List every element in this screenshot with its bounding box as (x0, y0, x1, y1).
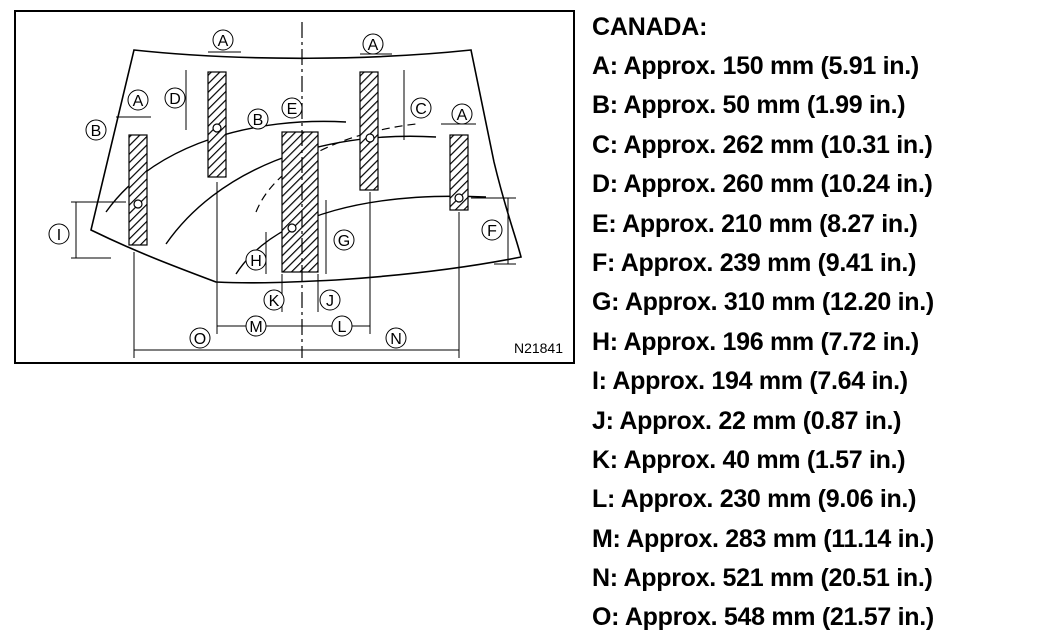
spec-label: C (592, 130, 610, 159)
callout-A-left: A (127, 89, 149, 111)
callout-O: O (189, 327, 211, 349)
spec-value: Approx. 283 mm (11.14 in.) (626, 524, 934, 553)
spec-item-e: E: Approx. 210 mm (8.27 in.) (592, 209, 918, 238)
callout-B-right: B (247, 108, 269, 130)
spec-label: K (592, 445, 610, 474)
svg-text:C: C (415, 101, 427, 118)
callout-N: N (385, 327, 407, 349)
spec-label: J (592, 406, 606, 435)
svg-text:D: D (169, 91, 181, 108)
svg-text:J: J (326, 293, 334, 310)
spec-label: I (592, 367, 599, 396)
spec-value: Approx. 260 mm (10.24 in.) (623, 170, 933, 199)
spec-label: N (592, 564, 610, 593)
spec-item-i: I: Approx. 194 mm (7.64 in.) (592, 367, 908, 396)
callout-K: K (263, 289, 285, 311)
spec-item-f: F: Approx. 239 mm (9.41 in.) (592, 248, 917, 277)
svg-text:A: A (133, 93, 144, 110)
spec-value: Approx. 40 mm (1.57 in.) (623, 445, 906, 474)
spec-value: Approx. 548 mm (21.57 in.) (624, 603, 934, 632)
spec-item-b: B: Approx. 50 mm (1.99 in.) (592, 91, 906, 120)
spec-item-h: H: Approx. 196 mm (7.72 in.) (592, 327, 920, 356)
callout-D: D (164, 87, 186, 109)
spec-value: Approx. 196 mm (7.72 in.) (623, 327, 920, 356)
svg-text:E: E (287, 101, 298, 118)
callout-B-left: B (85, 119, 107, 141)
spec-item-a: A: Approx. 150 mm (5.91 in.) (592, 52, 920, 80)
spec-item-g: G: Approx. 310 mm (12.20 in.) (592, 288, 934, 317)
svg-text:B: B (253, 112, 264, 129)
spec-value: Approx. 262 mm (10.31 in.) (623, 130, 933, 159)
spec-label: B (592, 91, 610, 120)
spec-value: Approx. 310 mm (12.20 in.) (624, 288, 934, 317)
svg-text:N: N (390, 331, 402, 348)
spec-label: D (592, 170, 610, 199)
callout-C: C (410, 97, 432, 119)
spec-value: Approx. 50 mm (1.99 in.) (623, 91, 906, 120)
spec-value: Approx. 22 mm (0.87 in.) (619, 406, 902, 435)
spec-item-j: J: Approx. 22 mm (0.87 in.) (592, 406, 902, 435)
svg-text:O: O (194, 331, 206, 348)
spec-item-d: D: Approx. 260 mm (10.24 in.) (592, 170, 933, 199)
strip-center (281, 131, 319, 273)
callout-I: I (48, 223, 70, 245)
spec-value: Approx. 239 mm (9.41 in.) (620, 248, 917, 277)
spec-label: M (592, 524, 613, 553)
spec-item-l: L: Approx. 230 mm (9.06 in.) (592, 485, 917, 514)
spec-label: G (592, 288, 612, 317)
svg-text:B: B (91, 123, 102, 140)
spec-label: F (592, 248, 607, 277)
svg-text:M: M (249, 319, 262, 336)
spec-label: O (592, 603, 612, 632)
callout-A-top-left: A (212, 29, 234, 51)
inner-arc-right (235, 195, 487, 275)
svg-text:K: K (269, 293, 280, 310)
svg-text:I: I (57, 227, 61, 244)
callout-L: L (331, 315, 353, 337)
spec-value: Approx. 210 mm (8.27 in.) (622, 209, 918, 238)
spec-item-n: N: Approx. 521 mm (20.51 in.) (592, 564, 933, 593)
inner-arc-middle (165, 135, 437, 245)
spec-list: A: Approx. 150 mm (5.91 in.) B: Approx. … (592, 47, 1052, 638)
svg-text:A: A (218, 33, 229, 50)
strip-upper-right (359, 71, 379, 191)
callout-E: E (281, 97, 303, 119)
callout-A-right: A (451, 103, 473, 125)
spec-label: A (592, 52, 610, 80)
spec-value: Approx. 230 mm (9.06 in.) (620, 485, 917, 514)
callouts: A A A A D B B E C I F G H K J M L O N (48, 29, 503, 349)
svg-text:F: F (487, 223, 497, 240)
callout-F: F (481, 219, 503, 241)
windshield-outline (90, 49, 522, 284)
inner-arc-dashed (255, 123, 417, 213)
callout-M: M (245, 315, 267, 337)
spec-item-c: C: Approx. 262 mm (10.31 in.) (592, 130, 933, 159)
windshield-drawing: A A A A D B B E C I F G H K J M L O N (48, 22, 522, 358)
svg-text:L: L (338, 319, 347, 336)
strip-right (449, 134, 469, 211)
spec-item-k: K: Approx. 40 mm (1.57 in.) (592, 445, 906, 474)
spec-label: L (592, 485, 607, 514)
mount-points (133, 123, 464, 233)
svg-text:H: H (250, 253, 262, 270)
strip-left (128, 134, 148, 246)
spec-item-o: O: Approx. 548 mm (21.57 in.) (592, 603, 934, 632)
spec-value: Approx. 521 mm (20.51 in.) (623, 564, 933, 593)
spec-value: Approx. 150 mm (5.91 in.) (623, 52, 920, 80)
figure-id: N21841 (513, 340, 563, 356)
svg-text:A: A (368, 37, 379, 54)
spec-item-m: M: Approx. 283 mm (11.14 in.) (592, 524, 934, 553)
svg-text:A: A (457, 107, 468, 124)
spec-title: CANADA: (592, 13, 708, 41)
callout-J: J (319, 289, 341, 311)
spec-panel: CANADA: A: Approx. 150 mm (5.91 in.) B: … (592, 8, 1052, 638)
windshield-diagram: A A A A D B B E C I F G H K J M L O N N2… (14, 10, 575, 364)
spec-label: H (592, 327, 610, 356)
callout-A-top-right: A (362, 33, 384, 55)
spec-value: Approx. 194 mm (7.64 in.) (612, 367, 908, 396)
spec-label: E (592, 209, 609, 238)
svg-text:G: G (338, 233, 350, 250)
callout-G: G (333, 229, 355, 251)
callout-H: H (245, 249, 267, 271)
